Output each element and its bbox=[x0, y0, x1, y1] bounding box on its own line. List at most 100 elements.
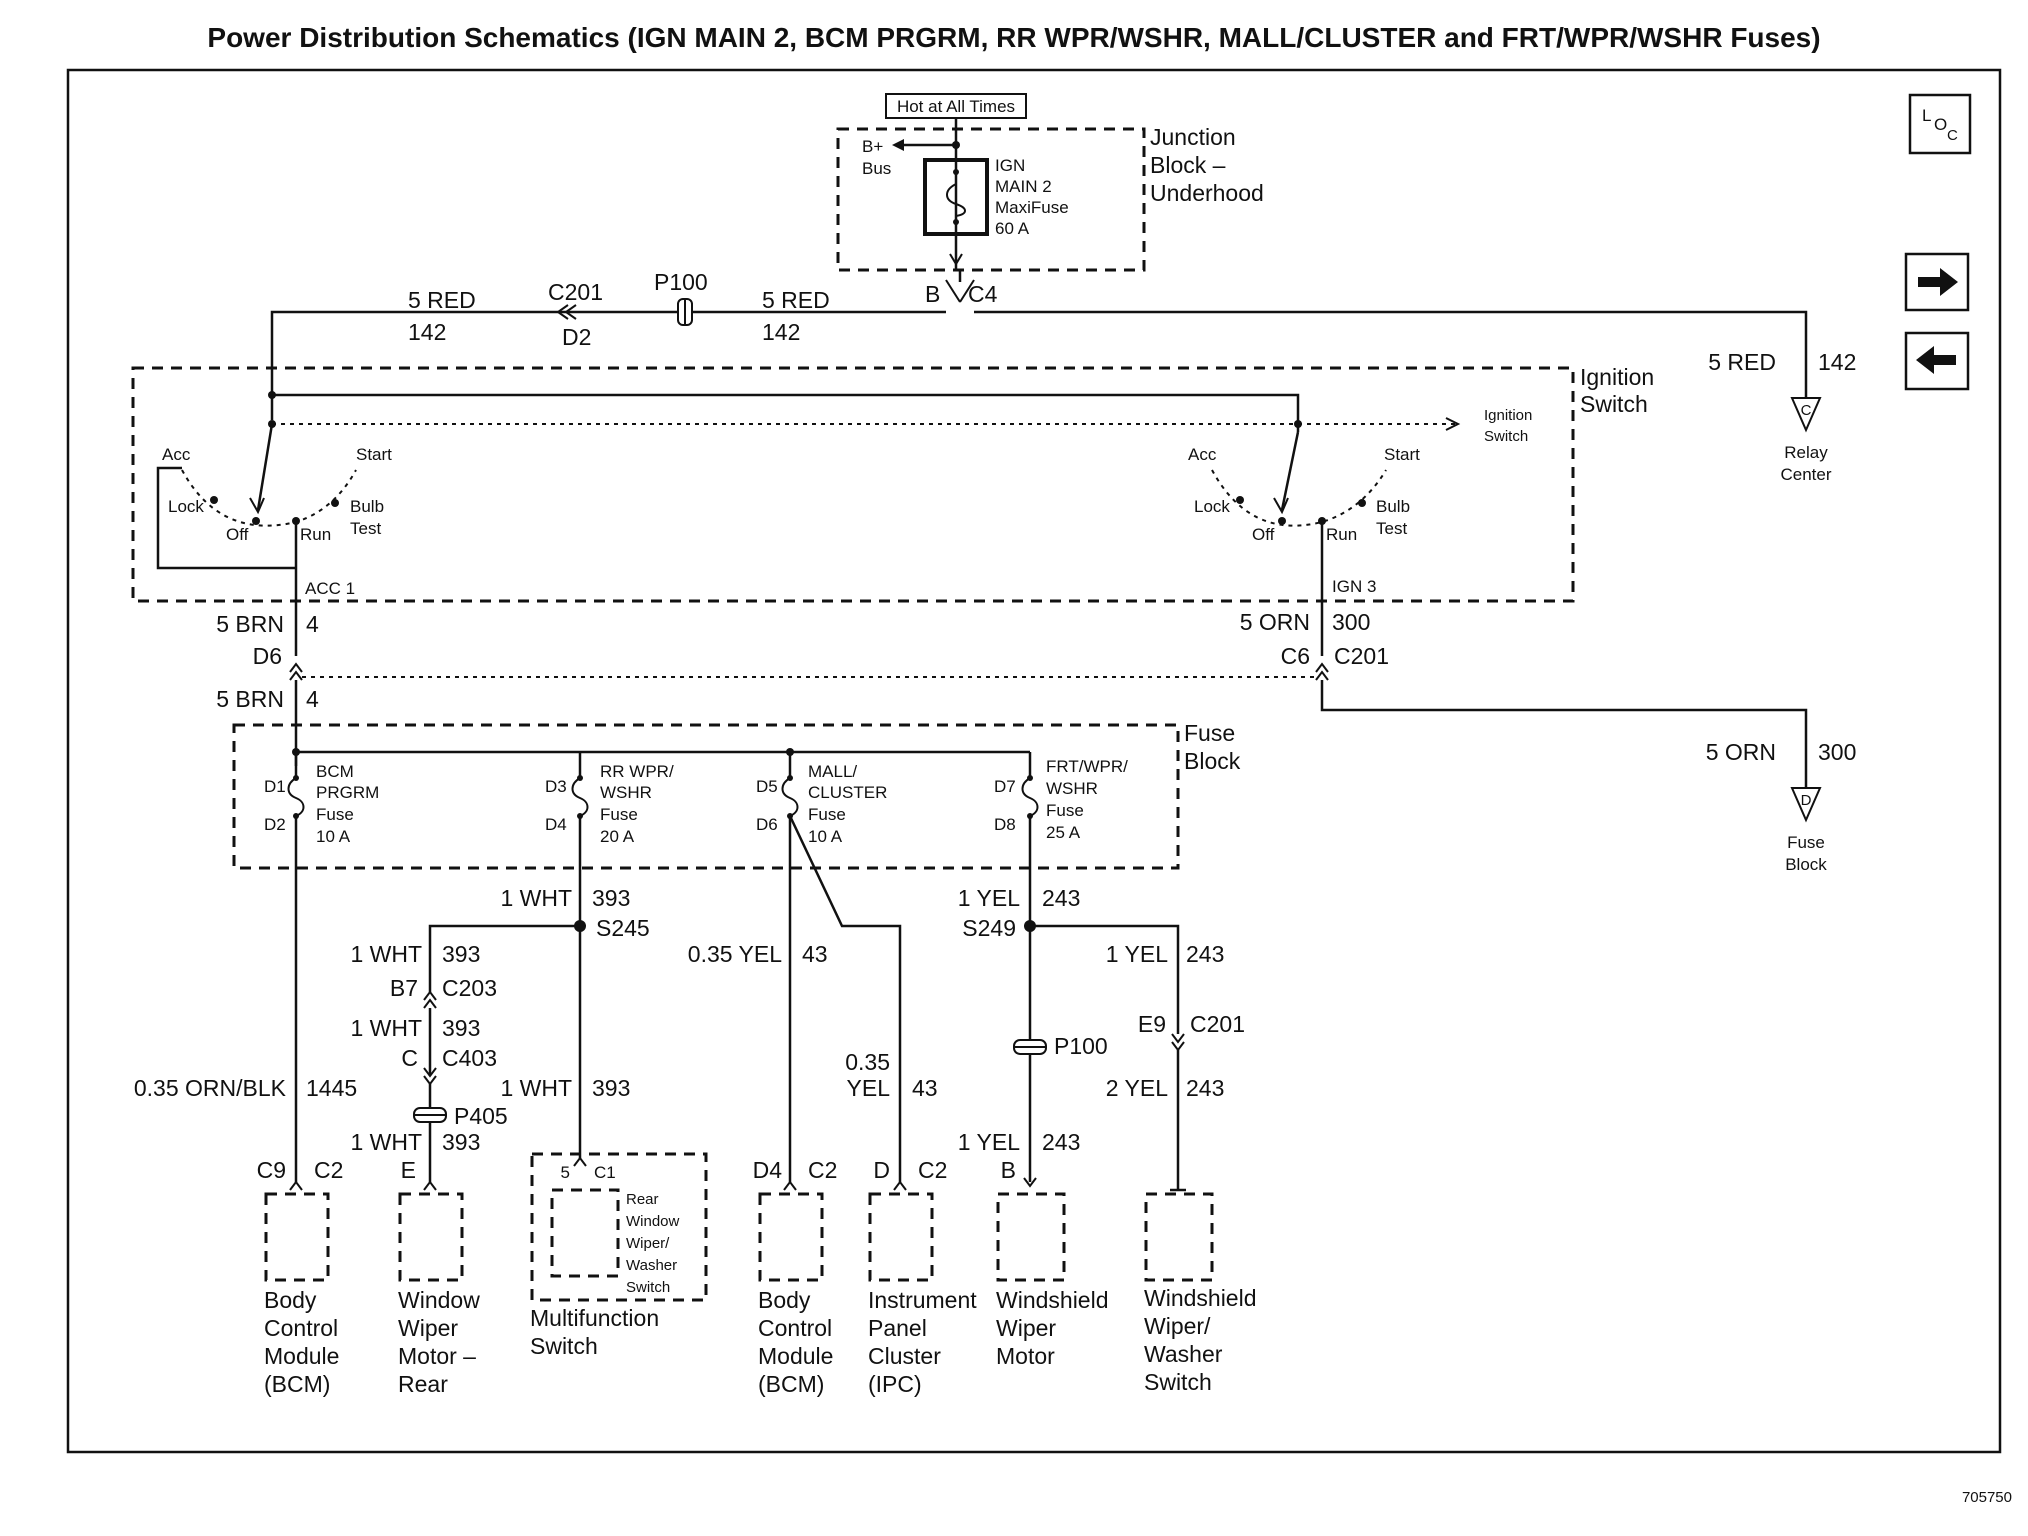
svg-text:PRGRM: PRGRM bbox=[316, 783, 379, 802]
fuse-rr-wpr-wshr: D3 D4 RR WPR/ WSHR Fuse 20 A bbox=[545, 752, 674, 846]
middle-wiring: 5 BRN 4 D6 5 BRN 4 5 ORN 300 C6 C201 5 O… bbox=[216, 609, 1856, 788]
relay-center-ref[interactable]: C Relay Center bbox=[1780, 397, 1832, 484]
svg-text:Wiper: Wiper bbox=[398, 1315, 458, 1341]
svg-text:Cluster: Cluster bbox=[868, 1343, 941, 1369]
svg-text:20 A: 20 A bbox=[600, 827, 635, 846]
svg-text:5: 5 bbox=[561, 1163, 570, 1182]
svg-text:Start: Start bbox=[1384, 445, 1420, 464]
svg-text:Motor –: Motor – bbox=[398, 1343, 476, 1369]
svg-text:MaxiFuse: MaxiFuse bbox=[995, 198, 1069, 217]
svg-text:2 YEL: 2 YEL bbox=[1106, 1075, 1168, 1101]
component-multifunction-switch[interactable]: 5 C1 Rear Window Wiper/ Washer Switch Mu… bbox=[530, 1152, 708, 1359]
svg-text:5 ORN: 5 ORN bbox=[1706, 739, 1776, 765]
svg-text:B: B bbox=[1001, 1157, 1016, 1183]
svg-text:5 BRN: 5 BRN bbox=[216, 686, 284, 712]
svg-text:Switch: Switch bbox=[1144, 1369, 1212, 1395]
svg-text:Control: Control bbox=[758, 1315, 832, 1341]
svg-text:C2: C2 bbox=[314, 1157, 343, 1183]
svg-text:243: 243 bbox=[1042, 1129, 1080, 1155]
svg-text:43: 43 bbox=[912, 1075, 938, 1101]
fuse-mall-cluster: D5 D6 MALL/ CLUSTER Fuse 10 A bbox=[756, 748, 887, 846]
svg-text:142: 142 bbox=[408, 319, 446, 345]
svg-text:243: 243 bbox=[1042, 885, 1080, 911]
svg-text:C201: C201 bbox=[1190, 1011, 1245, 1037]
svg-text:Windshield: Windshield bbox=[1144, 1285, 1257, 1311]
svg-text:1 YEL: 1 YEL bbox=[958, 1129, 1020, 1155]
svg-text:Fuse: Fuse bbox=[1184, 720, 1235, 746]
svg-text:Off: Off bbox=[1252, 525, 1275, 544]
svg-text:Switch: Switch bbox=[1484, 428, 1528, 445]
svg-text:CLUSTER: CLUSTER bbox=[808, 783, 887, 802]
svg-text:B+: B+ bbox=[862, 137, 883, 156]
svg-text:WSHR: WSHR bbox=[1046, 779, 1098, 798]
fuse-block: Fuse Block D1 D2 BCM PRGRM Fuse 10 A D3 … bbox=[232, 720, 1241, 870]
fuse-block-ref[interactable]: D Fuse Block bbox=[1785, 787, 1827, 874]
svg-text:Run: Run bbox=[300, 525, 331, 544]
svg-text:C6: C6 bbox=[1281, 643, 1310, 669]
svg-text:393: 393 bbox=[592, 1075, 630, 1101]
svg-text:1 WHT: 1 WHT bbox=[350, 1015, 422, 1041]
svg-text:Bulb: Bulb bbox=[350, 497, 384, 516]
svg-text:D1: D1 bbox=[264, 777, 286, 796]
svg-text:C2: C2 bbox=[918, 1157, 947, 1183]
component-bcm-2[interactable]: D4 C2 Body Control Module (BCM) bbox=[753, 1157, 838, 1397]
svg-text:L: L bbox=[1922, 106, 1931, 125]
svg-text:Block: Block bbox=[1785, 855, 1827, 874]
prev-page-button[interactable] bbox=[1904, 331, 1970, 391]
arrow-left-icon bbox=[1916, 346, 1956, 374]
svg-text:4: 4 bbox=[306, 611, 319, 637]
svg-text:Module: Module bbox=[264, 1343, 339, 1369]
svg-text:243: 243 bbox=[1186, 1075, 1224, 1101]
component-windshield-wiper-motor[interactable]: B Windshield Wiper Motor bbox=[996, 1157, 1109, 1369]
svg-text:(IPC): (IPC) bbox=[868, 1371, 922, 1397]
component-bcm-1[interactable]: C9 C2 Body Control Module (BCM) bbox=[257, 1157, 344, 1397]
component-ipc[interactable]: D C2 Instrument Panel Cluster (IPC) bbox=[868, 1157, 977, 1397]
svg-text:(BCM): (BCM) bbox=[758, 1371, 824, 1397]
svg-text:D6: D6 bbox=[756, 815, 778, 834]
junction-block: Hot at All Times B+ Bus IGN MAIN 2 MaxiF… bbox=[836, 93, 1264, 272]
ignition-switch: Ignition Switch Ignition Switch Acc Star… bbox=[131, 364, 1654, 656]
svg-text:D6: D6 bbox=[253, 643, 282, 669]
svg-text:Switch: Switch bbox=[1580, 391, 1648, 417]
svg-text:Body: Body bbox=[758, 1287, 811, 1313]
figure-id: 705750 bbox=[1962, 1489, 2012, 1506]
svg-text:10 A: 10 A bbox=[808, 827, 843, 846]
svg-text:Motor: Motor bbox=[996, 1343, 1055, 1369]
svg-text:393: 393 bbox=[442, 1015, 480, 1041]
svg-text:O: O bbox=[1934, 115, 1947, 134]
svg-text:C: C bbox=[401, 1045, 418, 1071]
svg-text:D2: D2 bbox=[264, 815, 286, 834]
svg-text:300: 300 bbox=[1332, 609, 1370, 635]
svg-text:300: 300 bbox=[1818, 739, 1856, 765]
svg-text:Block: Block bbox=[1184, 748, 1241, 774]
svg-text:S245: S245 bbox=[596, 915, 650, 941]
diagram-frame bbox=[66, 68, 2002, 1454]
svg-text:C: C bbox=[1801, 402, 1812, 419]
svg-text:P100: P100 bbox=[1054, 1033, 1108, 1059]
loc-button[interactable]: L O C bbox=[1908, 93, 1972, 155]
wire-142: 5 RED 142 C201 D2 P100 5 RED 142 5 RED 1… bbox=[270, 269, 1856, 420]
svg-text:25 A: 25 A bbox=[1046, 823, 1081, 842]
svg-text:FRT/WPR/: FRT/WPR/ bbox=[1046, 757, 1128, 776]
svg-text:D4: D4 bbox=[545, 815, 567, 834]
svg-text:Junction: Junction bbox=[1150, 124, 1236, 150]
svg-text:1 WHT: 1 WHT bbox=[500, 1075, 572, 1101]
svg-text:Instrument: Instrument bbox=[868, 1287, 977, 1313]
next-page-button[interactable] bbox=[1904, 252, 1970, 312]
svg-text:1 WHT: 1 WHT bbox=[350, 1129, 422, 1155]
svg-text:Panel: Panel bbox=[868, 1315, 927, 1341]
svg-text:Block –: Block – bbox=[1150, 152, 1226, 178]
svg-text:E9: E9 bbox=[1138, 1011, 1166, 1037]
svg-text:P100: P100 bbox=[654, 269, 708, 295]
svg-text:C403: C403 bbox=[442, 1045, 497, 1071]
component-windshield-washer-switch[interactable]: Windshield Wiper/ Washer Switch bbox=[1144, 1188, 1257, 1395]
svg-text:1445: 1445 bbox=[306, 1075, 357, 1101]
svg-text:Control: Control bbox=[264, 1315, 338, 1341]
svg-text:C2: C2 bbox=[808, 1157, 837, 1183]
component-rear-wiper-motor[interactable]: E Window Wiper Motor – Rear bbox=[398, 1157, 480, 1397]
svg-text:C4: C4 bbox=[968, 281, 998, 307]
svg-text:ACC 1: ACC 1 bbox=[305, 579, 355, 598]
svg-text:60 A: 60 A bbox=[995, 219, 1030, 238]
svg-text:Bus: Bus bbox=[862, 159, 891, 178]
